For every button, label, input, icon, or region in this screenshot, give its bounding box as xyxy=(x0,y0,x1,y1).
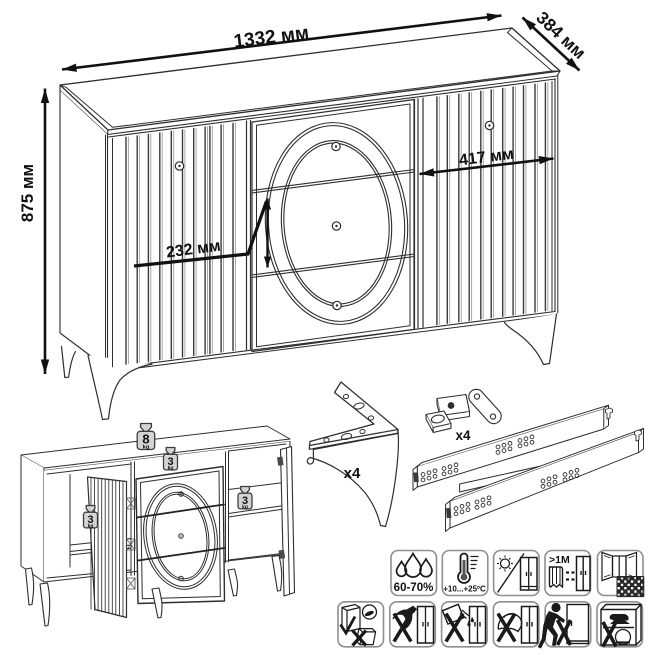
svg-text:>1М: >1М xyxy=(549,554,570,566)
svg-text:875 мм: 875 мм xyxy=(18,164,37,222)
svg-text:8: 8 xyxy=(142,432,149,447)
svg-text:3: 3 xyxy=(87,514,93,526)
svg-text:60-70%: 60-70% xyxy=(394,582,434,594)
svg-text:kg: kg xyxy=(168,465,174,471)
svg-text:3: 3 xyxy=(167,456,173,468)
svg-text:kg: kg xyxy=(143,445,150,451)
svg-text:kg: kg xyxy=(242,504,248,510)
svg-text:x4: x4 xyxy=(344,465,361,482)
svg-text:x4: x4 xyxy=(455,428,471,443)
svg-text:+10...+25ºC: +10...+25ºC xyxy=(443,585,486,594)
svg-text:417 мм: 417 мм xyxy=(458,146,514,170)
svg-text:kg: kg xyxy=(88,523,94,529)
svg-text:3: 3 xyxy=(242,495,248,507)
